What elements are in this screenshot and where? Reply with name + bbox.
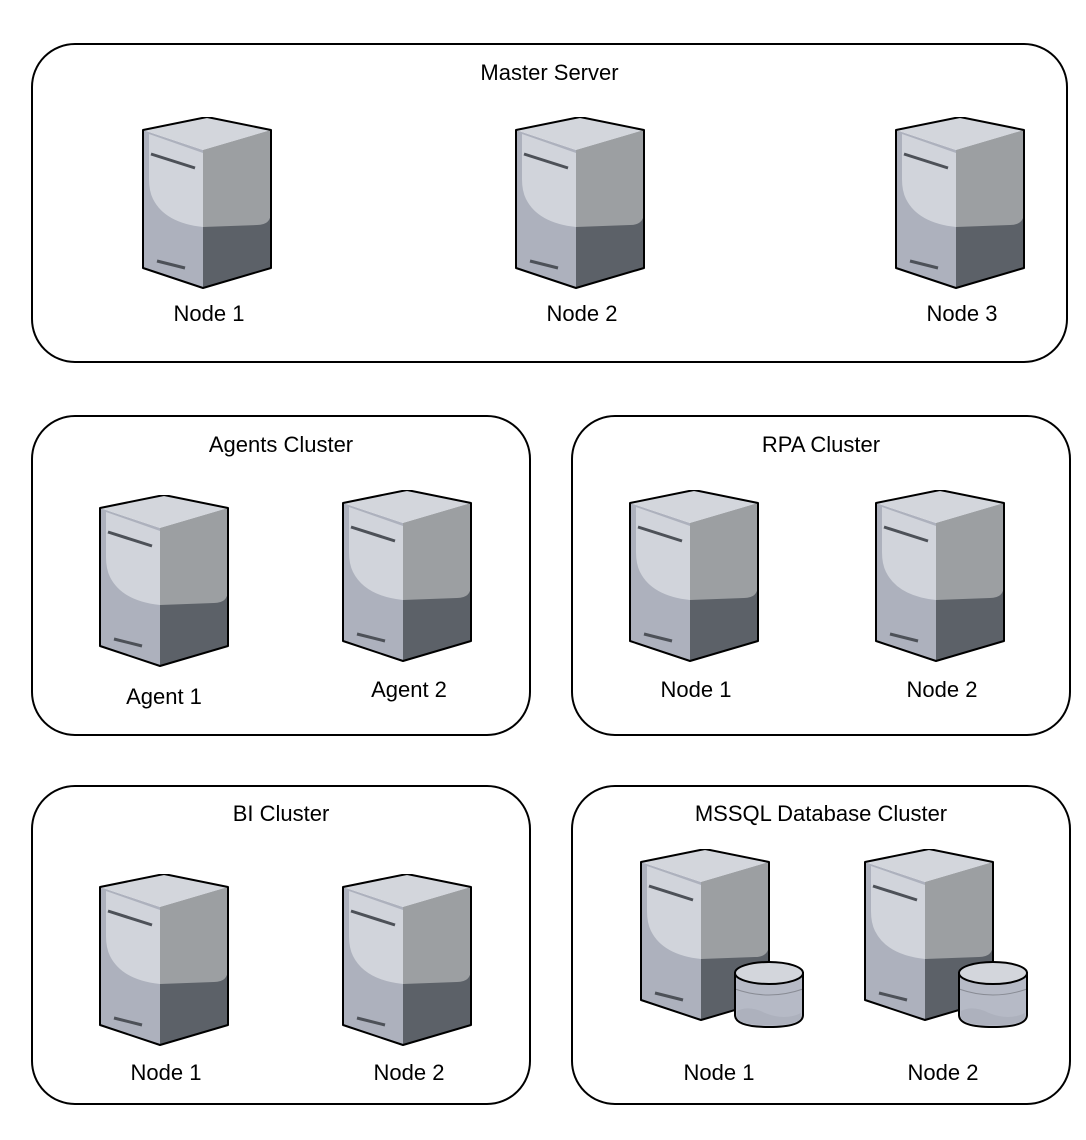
server-icon: [142, 117, 272, 289]
node-bi-2[interactable]: Node 2: [319, 874, 499, 1085]
node-agent-1[interactable]: Agent 1: [74, 495, 254, 710]
server-icon: [629, 490, 759, 662]
cluster-mssql-database: MSSQL Database Cluster Node 1 Node 2: [571, 785, 1071, 1105]
node-rpa-1[interactable]: Node 1: [606, 490, 786, 705]
cluster-agents: Agents Cluster Agent 1 Agent 2: [31, 415, 531, 736]
node-label: Node 1: [660, 677, 732, 702]
server-icon: [99, 495, 229, 667]
node-label: Node 3: [926, 301, 998, 326]
node-rpa-2[interactable]: Node 2: [852, 490, 1032, 705]
server-icon: [875, 490, 1005, 662]
node-label: Node 1: [130, 1060, 202, 1085]
cluster-rpa: RPA Cluster Node 1 Node 2: [571, 415, 1071, 736]
node-label: Agent 1: [126, 684, 202, 709]
node-label: Node 1: [683, 1060, 755, 1085]
server-icon: [99, 874, 229, 1046]
server-icon: [342, 490, 472, 662]
cluster-bi: BI Cluster Node 1 Node 2: [31, 785, 531, 1105]
node-bi-1[interactable]: Node 1: [76, 874, 256, 1085]
node-master-2[interactable]: Node 2: [492, 117, 672, 327]
cluster-title: RPA Cluster: [761, 432, 881, 457]
node-label: Node 2: [906, 677, 978, 702]
node-label: Node 1: [173, 301, 245, 326]
server-icon: [342, 874, 472, 1046]
node-agent-2[interactable]: Agent 2: [319, 490, 499, 705]
node-label: Node 2: [546, 301, 618, 326]
node-mssql-2[interactable]: Node 2: [853, 849, 1033, 1085]
node-label: Node 2: [373, 1060, 445, 1085]
node-label: Agent 2: [371, 677, 447, 702]
cluster-title: Master Server: [480, 60, 619, 85]
node-master-1[interactable]: Node 1: [119, 117, 299, 327]
node-label: Node 2: [907, 1060, 979, 1085]
cluster-master-server: Master Server Node 1 Node 2 Node 3: [31, 43, 1068, 363]
cluster-title: BI Cluster: [232, 801, 330, 826]
server-icon: [895, 117, 1025, 289]
server-icon: [515, 117, 645, 289]
cluster-title: Agents Cluster: [208, 432, 354, 457]
database-server-icon: [864, 849, 1028, 1029]
node-mssql-1[interactable]: Node 1: [629, 849, 809, 1085]
database-server-icon: [640, 849, 804, 1029]
node-master-3[interactable]: Node 3: [872, 117, 1052, 327]
cluster-title: MSSQL Database Cluster: [694, 801, 948, 826]
